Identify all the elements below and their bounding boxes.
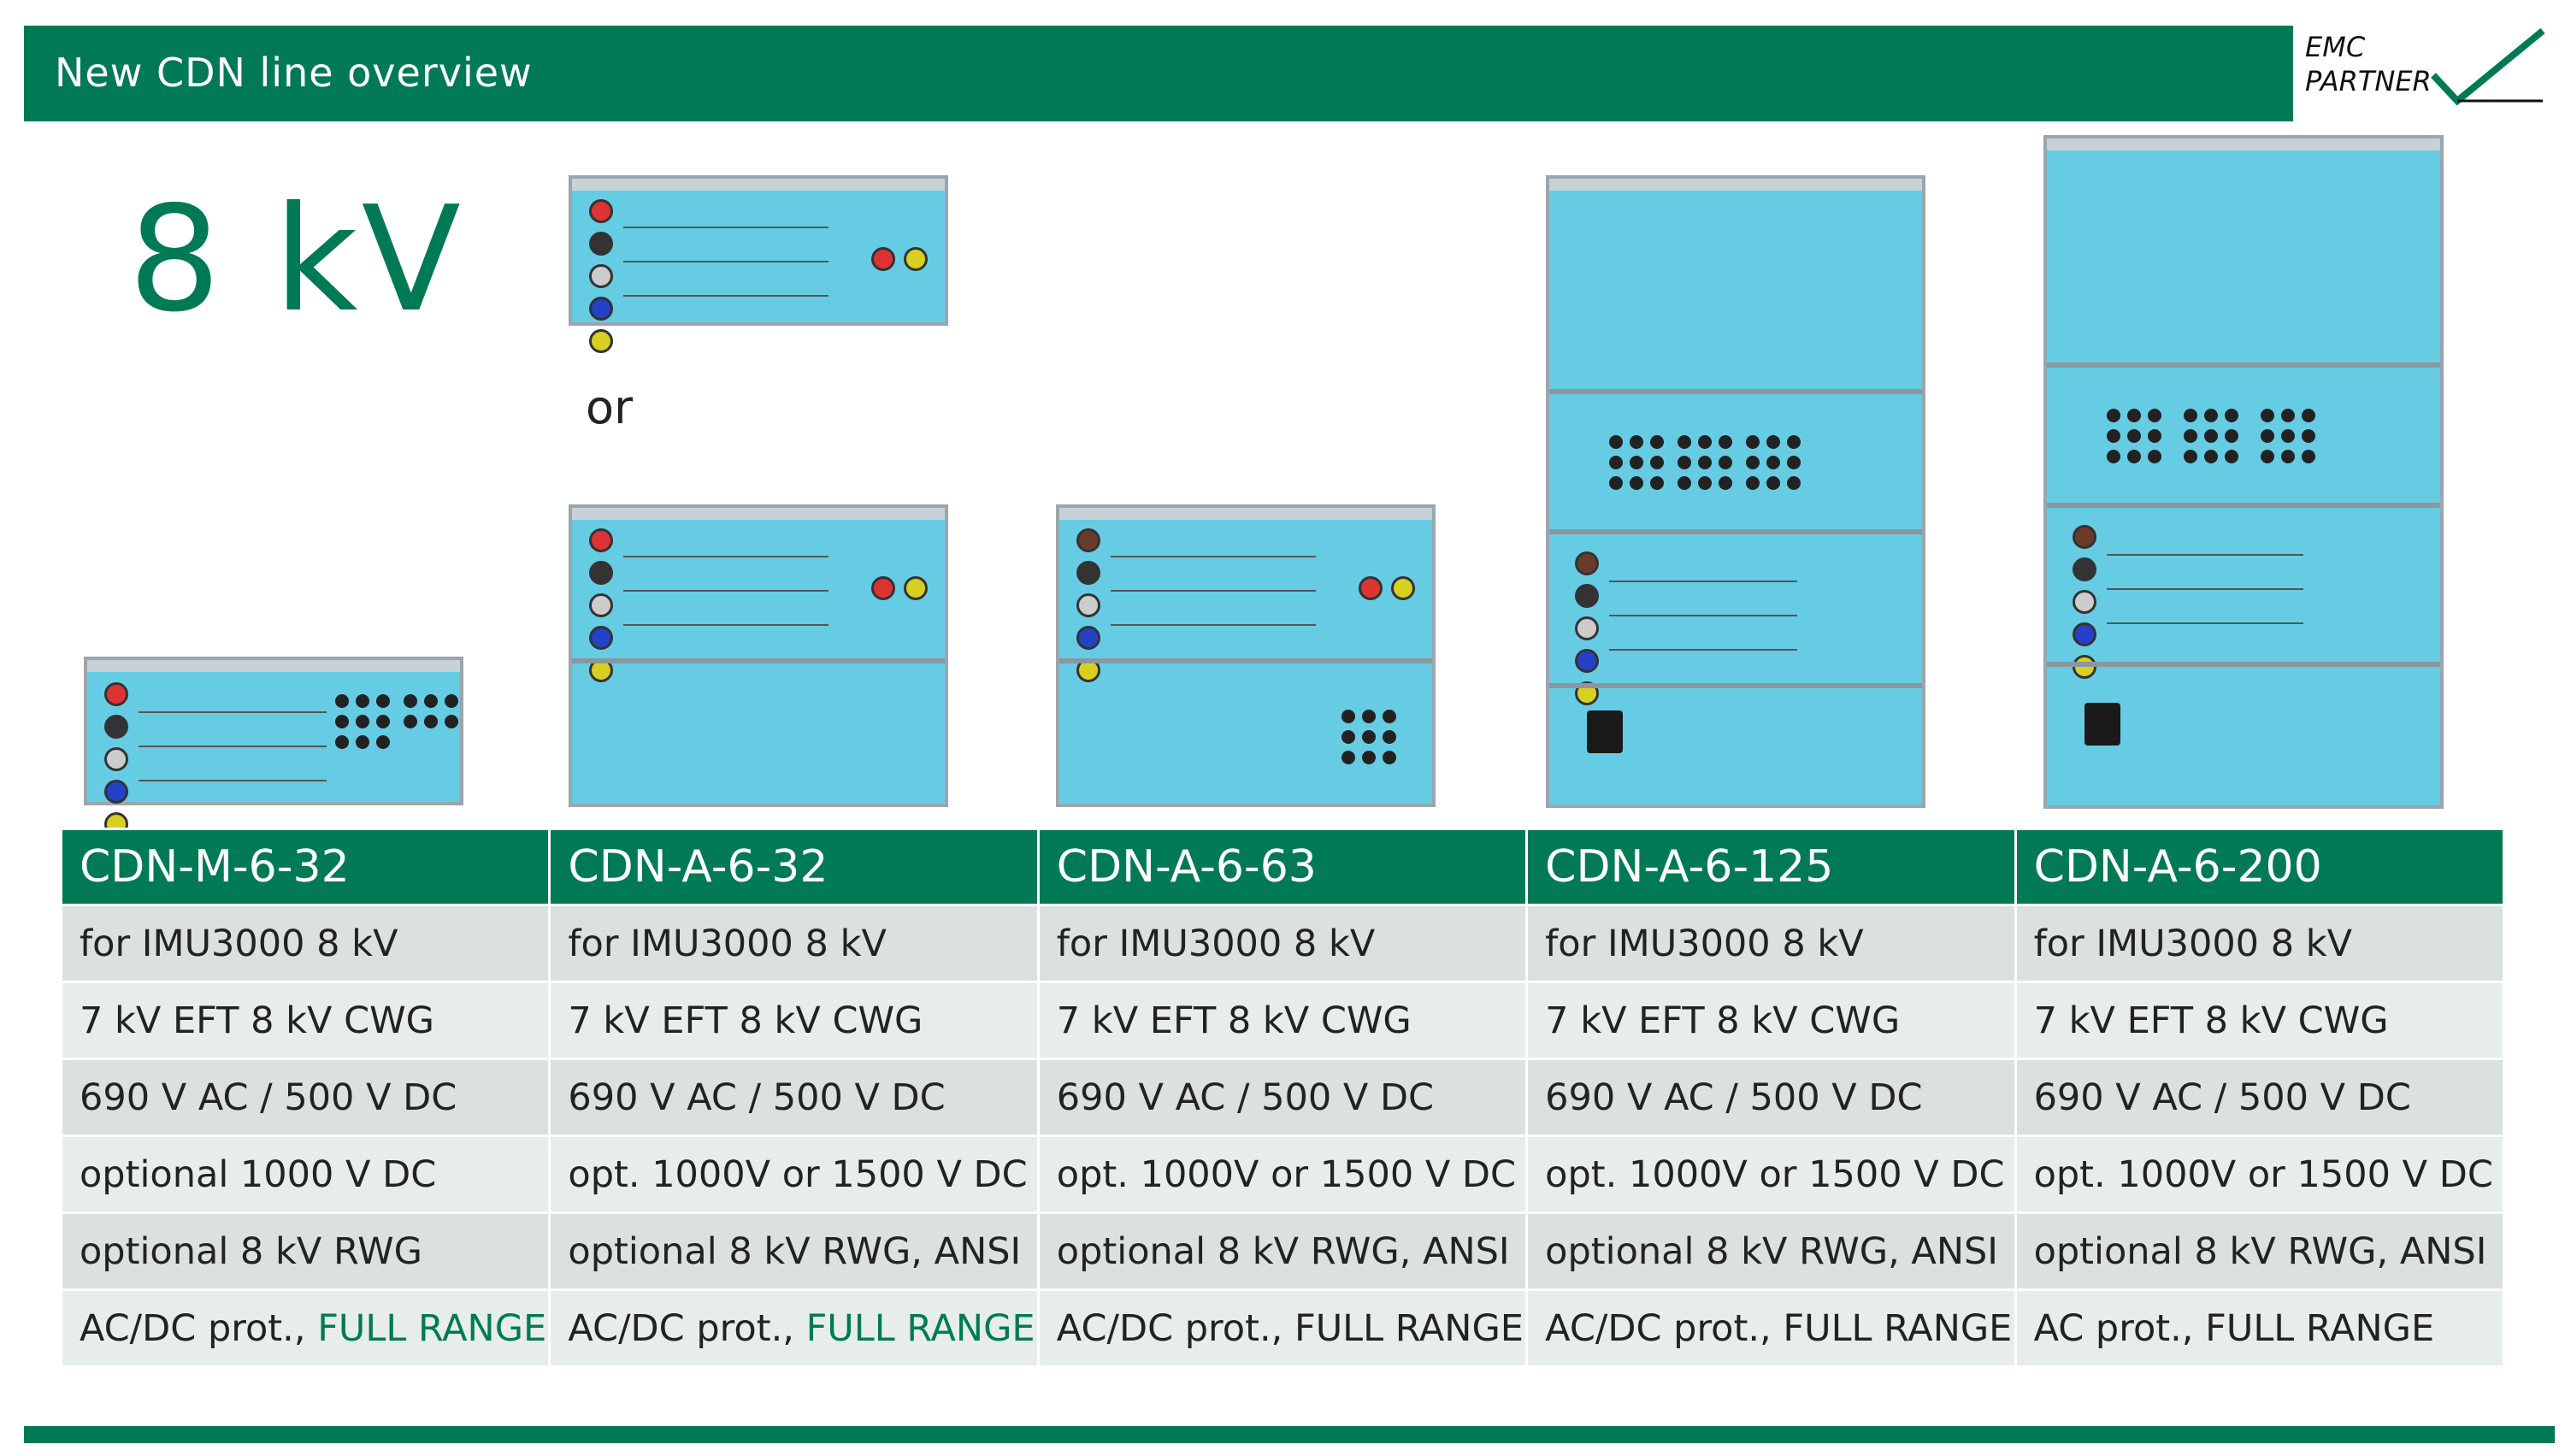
or-label: or — [586, 380, 634, 434]
bottom-bar — [24, 1426, 2555, 1443]
table-cell: for IMU3000 8 kV — [548, 904, 1040, 983]
table-row: optional 8 kV RWG optional 8 kV RWG, ANS… — [59, 1211, 2506, 1291]
table-cell: optional 1000 V DC — [59, 1135, 551, 1214]
table-cell: opt. 1000V or 1500 V DC — [1525, 1135, 2017, 1214]
table-header-row: CDN-M-6-32 CDN-A-6-32 CDN-A-6-63 CDN-A-6… — [59, 828, 2506, 906]
table-cell: AC/DC prot., FULL RANGE — [1036, 1288, 1529, 1368]
table-cell: for IMU3000 8 kV — [59, 904, 551, 983]
logo-text-partner: PARTNER — [2305, 65, 2432, 97]
table-cell: optional 8 kV RWG, ANSI — [2014, 1211, 2506, 1291]
table-cell: 7 kV EFT 8 kV CWG — [1036, 981, 1529, 1060]
table-cell: 690 V AC / 500 V DC — [1525, 1058, 2017, 1137]
table-cell: opt. 1000V or 1500 V DC — [1036, 1135, 1529, 1214]
table-cell: AC/DC prot., FULL RANGE — [548, 1288, 1040, 1368]
table-cell: AC/DC prot., FULL RANGE — [59, 1288, 551, 1368]
column-header: CDN-A-6-63 — [1036, 828, 1529, 906]
logo-text-emc: EMC — [2305, 31, 2366, 63]
device-image-cdn-a-6-200 — [2043, 135, 2444, 809]
table-cell: opt. 1000V or 1500 V DC — [2014, 1135, 2506, 1214]
table-cell: opt. 1000V or 1500 V DC — [548, 1135, 1040, 1214]
table-cell: optional 8 kV RWG — [59, 1211, 551, 1291]
table-row: 690 V AC / 500 V DC 690 V AC / 500 V DC … — [59, 1058, 2506, 1137]
protection-text: AC/DC prot., — [1056, 1306, 1294, 1350]
checkmark-icon — [2431, 27, 2545, 106]
table-cell: for IMU3000 8 kV — [1036, 904, 1529, 983]
table-cell: 7 kV EFT 8 kV CWG — [1525, 981, 2017, 1060]
table-cell: 690 V AC / 500 V DC — [59, 1058, 551, 1137]
spec-table: CDN-M-6-32 CDN-A-6-32 CDN-A-6-63 CDN-A-6… — [59, 828, 2506, 1368]
title-bar: New CDN line overview — [24, 26, 2293, 121]
column-header: CDN-A-6-200 — [2014, 828, 2506, 906]
device-image-cdn-m-6-32 — [84, 657, 463, 836]
table-row: optional 1000 V DC opt. 1000V or 1500 V … — [59, 1135, 2506, 1214]
table-cell: for IMU3000 8 kV — [2014, 904, 2506, 983]
table-cell: optional 8 kV RWG, ANSI — [1525, 1211, 2017, 1291]
range-text: FULL RANGE — [1783, 1306, 2013, 1350]
emc-partner-logo: EMC PARTNER — [2298, 21, 2555, 123]
table-cell: optional 8 kV RWG, ANSI — [548, 1211, 1040, 1291]
column-header: CDN-M-6-32 — [59, 828, 551, 906]
table-cell: 7 kV EFT 8 kV CWG — [59, 981, 551, 1060]
table-cell: 690 V AC / 500 V DC — [2014, 1058, 2506, 1137]
range-text: FULL RANGE — [805, 1306, 1035, 1350]
column-header: CDN-A-6-32 — [548, 828, 1040, 906]
voltage-heading: 8 kV — [128, 175, 464, 345]
table-cell: 690 V AC / 500 V DC — [1036, 1058, 1529, 1137]
protection-text: AC prot., — [2033, 1306, 2206, 1350]
table-row: AC/DC prot., FULL RANGE AC/DC prot., FUL… — [59, 1288, 2506, 1368]
table-cell: 7 kV EFT 8 kV CWG — [548, 981, 1040, 1060]
table-row: 7 kV EFT 8 kV CWG 7 kV EFT 8 kV CWG 7 kV… — [59, 981, 2506, 1060]
table-cell: AC/DC prot., FULL RANGE — [1525, 1288, 2017, 1368]
table-cell: 7 kV EFT 8 kV CWG — [2014, 981, 2506, 1060]
page-title: New CDN line overview — [55, 50, 533, 96]
table-row: for IMU3000 8 kV for IMU3000 8 kV for IM… — [59, 904, 2506, 983]
table-cell: optional 8 kV RWG, ANSI — [1036, 1211, 1529, 1291]
column-header: CDN-A-6-125 — [1525, 828, 2017, 906]
range-text: FULL RANGE — [317, 1306, 547, 1350]
protection-text: AC/DC prot., — [1545, 1306, 1784, 1350]
protection-text: AC/DC prot., — [568, 1306, 806, 1350]
device-image-cdn-a-6-63 — [1056, 504, 1436, 807]
range-text: FULL RANGE — [2205, 1306, 2435, 1350]
protection-text: AC/DC prot., — [80, 1306, 318, 1350]
table-cell: AC prot., FULL RANGE — [2014, 1288, 2506, 1368]
range-text: FULL RANGE — [1294, 1306, 1524, 1350]
device-image-cdn-a-6-32-small — [569, 175, 948, 353]
table-cell: 690 V AC / 500 V DC — [548, 1058, 1040, 1137]
device-image-cdn-a-6-32 — [569, 504, 948, 807]
table-cell: for IMU3000 8 kV — [1525, 904, 2017, 983]
device-image-cdn-a-6-125 — [1546, 175, 1925, 808]
